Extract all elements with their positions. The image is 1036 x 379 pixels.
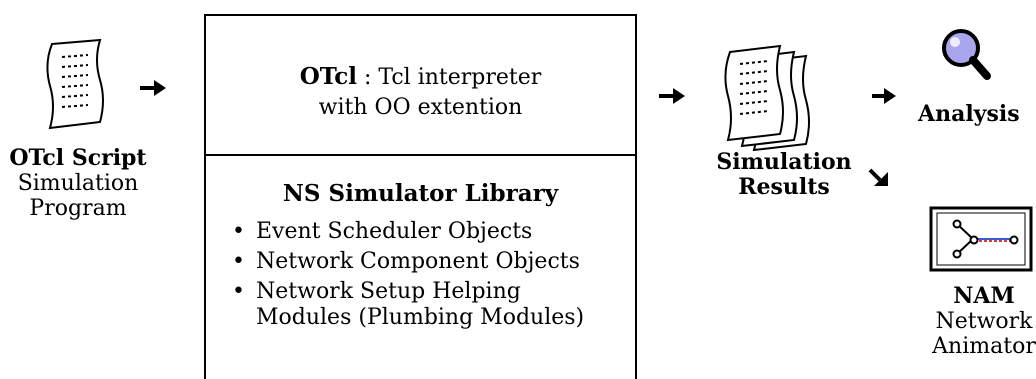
interpreter-desc: : Tcl interpreter	[356, 65, 542, 90]
arrow-right-icon	[659, 88, 685, 104]
list-item: •Network Setup Helping Modules (Plumbing…	[232, 279, 585, 330]
ns-architecture-box: OTcl : Tcl interpreter with OO extention…	[204, 14, 637, 379]
otcl-script-title: OTcl Script	[9, 145, 147, 171]
nam-line1: Network	[935, 309, 1033, 334]
interpreter-section: OTcl : Tcl interpreter with OO extention	[206, 62, 635, 123]
list-item: •Network Component Objects	[232, 249, 580, 274]
arrow-right-icon	[872, 88, 896, 104]
bullet: •	[232, 249, 245, 274]
document-icon	[46, 38, 104, 130]
results-line1: Simulation	[716, 149, 852, 175]
nam-line2: Animator	[932, 334, 1036, 359]
bullet: •	[232, 219, 245, 244]
simulation-results-caption: Simulation Results	[700, 150, 868, 200]
list-item: •Event Scheduler Objects	[232, 219, 533, 244]
otcl-script-caption: OTcl Script Simulation Program	[0, 145, 156, 222]
library-section: NS Simulator Library •Event Scheduler Ob…	[206, 179, 635, 331]
interpreter-title: OTcl	[299, 63, 357, 90]
otcl-script-line1: Simulation	[17, 171, 139, 196]
arrow-right-icon	[140, 80, 166, 96]
results-line2: Results	[738, 174, 830, 200]
section-divider	[206, 154, 635, 156]
otcl-script-line2: Program	[29, 196, 127, 221]
magnifier-icon	[942, 29, 991, 80]
analysis-label: Analysis	[918, 101, 1020, 127]
nam-caption: NAM Network Animator	[932, 283, 1036, 360]
bullet: •	[232, 279, 245, 304]
interpreter-line2: with OO extention	[318, 95, 523, 120]
arrow-down-right-icon	[868, 168, 888, 186]
network-graph-icon	[929, 206, 1033, 272]
library-list: •Event Scheduler Objects •Network Compon…	[226, 219, 635, 331]
library-title: NS Simulator Library	[282, 180, 559, 207]
nam-title: NAM	[953, 283, 1015, 309]
documents-stack-icon	[724, 44, 810, 152]
